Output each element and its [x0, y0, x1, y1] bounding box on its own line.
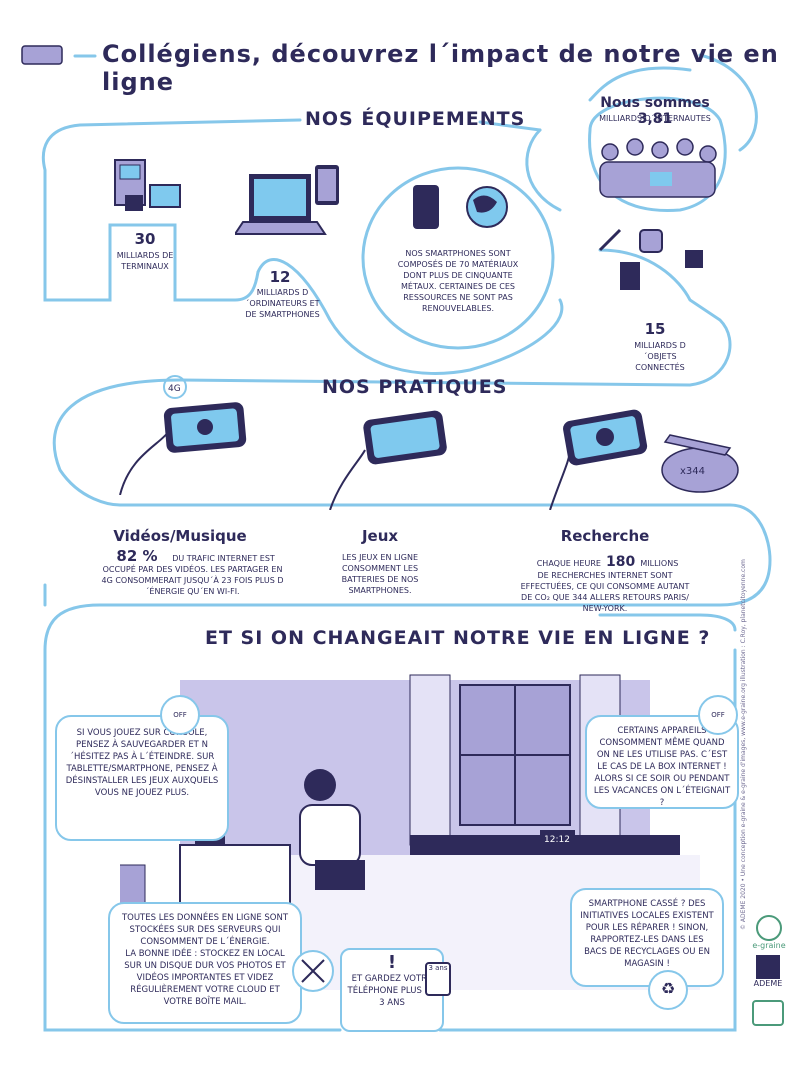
page-title: Collégiens, découvrez l´impact de notre …	[102, 40, 779, 96]
phone-3-ans-icon: 3 ans	[425, 962, 451, 996]
internautes-title: Nous sommes 3,81	[600, 95, 710, 127]
tip-console-box: Si vous jouez sur console, pensez à sauv…	[55, 715, 229, 841]
recherche-prefix: Chaque heure	[536, 559, 601, 568]
recherche-title: Recherche	[560, 527, 650, 545]
tip-donnees-text-2: La bonne idée : Stockez en local sur un …	[124, 949, 286, 1007]
objets-text: milliards d´objets connectés	[634, 341, 686, 372]
tip-telephone-box: ! Et gardez votre téléphone plus de 3 an…	[340, 948, 444, 1032]
clock: 12:12	[544, 835, 570, 845]
ademe-logo: ADEME	[750, 955, 786, 988]
recherche-unit: millions	[640, 559, 679, 568]
video-title: Vidéos/Musique	[113, 527, 247, 545]
ordinateurs-value: 12	[269, 268, 291, 286]
changer-heading: Et si on changeait notre vie en ligne ?	[205, 627, 711, 649]
materiaux-text: Nos smartphones sont composés de 70 maté…	[397, 249, 519, 313]
video-value: 82 %	[116, 547, 158, 565]
smartphone-earth-illustration	[413, 185, 508, 229]
terminals-illustration	[114, 159, 181, 211]
recherche-text: de recherches internet sont effectuées, …	[520, 571, 690, 613]
label-344: x344	[680, 466, 705, 477]
pratiques-heading: Nos pratiques	[322, 376, 508, 398]
recherche-headline: Chaque heure 180 millions	[520, 551, 695, 570]
hand-phone-game-illustration	[329, 410, 447, 510]
connected-objects-illustration	[598, 228, 703, 290]
exclamation-icon: !	[387, 952, 397, 973]
equipements-heading: Nos équipements	[305, 108, 526, 130]
tip-smartphone-box: Smartphone cassé ? Des initiatives local…	[570, 888, 724, 987]
objets-value: 15	[644, 320, 666, 338]
jeux-title: Jeux	[361, 527, 399, 545]
egraine-label: e-graine	[752, 941, 786, 950]
recherche-value: 180	[606, 554, 636, 570]
hand-phone-search-illustration: x344	[549, 409, 739, 510]
people-crowd-illustration	[599, 138, 717, 198]
tip-console-text: Si vous jouez sur console, pensez à sauv…	[65, 728, 219, 798]
off-button-left[interactable]: OFF	[160, 695, 200, 735]
eco-label-icon	[752, 1000, 784, 1026]
tip-appareils-text: Certains appareils consomment même quand…	[593, 726, 731, 808]
tip-smartphone-text: Smartphone cassé ? Des initiatives local…	[580, 899, 714, 969]
label-4g: 4G	[168, 384, 181, 394]
tip-donnees-text-1: Toutes les données en ligne sont stockée…	[121, 913, 289, 947]
credit-text: © ADEME 2020 • Une conception e-graine &…	[740, 559, 747, 930]
off-button-right[interactable]: OFF	[698, 695, 738, 735]
egraine-logo: e-graine	[752, 915, 786, 950]
hand-phone-video-illustration: 4G	[119, 375, 247, 495]
terminaux-value: 30	[134, 230, 156, 248]
tip-telephone-text: Et gardez votre téléphone plus de 3 ans	[347, 974, 437, 1008]
jeux-text: Les jeux en ligne consomment les batteri…	[341, 553, 419, 595]
terminaux-text: milliards de terminaux	[116, 251, 174, 271]
no-cloud-icon	[292, 950, 334, 992]
laptop-tablet-illustration	[235, 165, 339, 235]
internautes-text: milliards d´internautes	[599, 114, 711, 123]
recycle-icon: ♻	[648, 970, 688, 1010]
video-text: du trafic internet est occupé par des vi…	[101, 554, 284, 596]
ademe-label: ADEME	[753, 979, 783, 988]
tip-donnees-box: Toutes les données en ligne sont stockée…	[108, 902, 302, 1024]
ordinateurs-text: milliards d´ordinateurs et de smartphone…	[245, 288, 320, 319]
